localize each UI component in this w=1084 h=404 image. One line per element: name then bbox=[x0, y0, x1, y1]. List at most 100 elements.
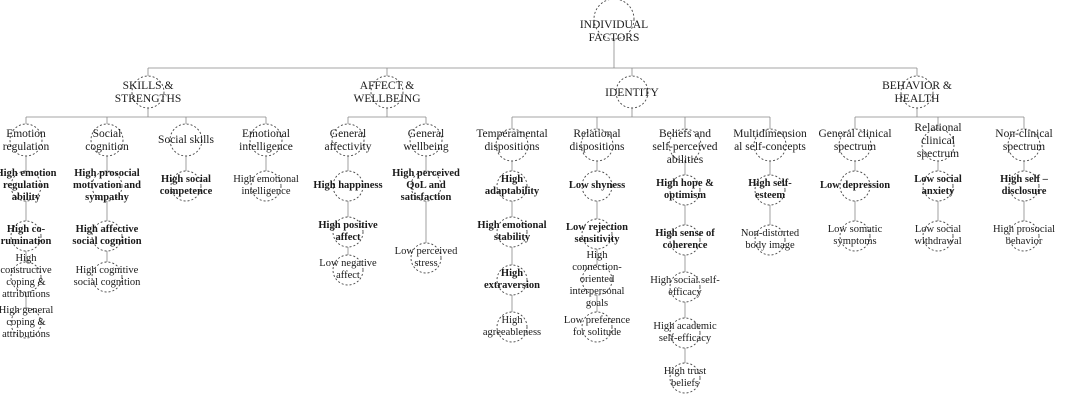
subdomain-circle-temperamental-dispositions bbox=[495, 128, 529, 162]
subdomain-circle-emotional-intelligence bbox=[249, 123, 283, 157]
item-circle-high-emotion-regulation-ability bbox=[10, 170, 42, 202]
subdomain-circle-social-cognition bbox=[90, 123, 124, 157]
item-label-high-co-rumination: High co-rumination bbox=[0, 224, 52, 247]
subdomain-circle-beliefs-and-self-perceived-abilities bbox=[668, 128, 702, 162]
item-circle-high-trust-beliefs bbox=[669, 362, 701, 394]
subdomain-circle-relational-dispositions bbox=[580, 128, 614, 162]
domain-circle-affect-wellbeing bbox=[370, 75, 404, 109]
item-circle-high-self-esteem bbox=[754, 174, 786, 206]
domain-label-identity: IDENTITY bbox=[605, 87, 659, 99]
item-label-high-hope-optimism: High hope &optimism bbox=[656, 178, 714, 201]
item-label-high-social-self-efficacy: High social self-efficacy bbox=[650, 275, 720, 298]
item-circle-high-co-rumination bbox=[10, 220, 42, 252]
domain-circle-identity bbox=[615, 75, 649, 109]
subdomain-circle-general-affectivity bbox=[331, 123, 365, 157]
item-circle-non-distorted-body-image bbox=[754, 224, 786, 256]
item-circle-high-perceived-qol-and-satisfaction bbox=[410, 170, 442, 202]
item-circle-high-general-coping-attributions bbox=[10, 307, 42, 339]
item-label-high-self-esteem: High self-esteem bbox=[748, 178, 792, 201]
item-circle-high-agreeableness bbox=[496, 311, 528, 343]
item-circle-high-social-competence bbox=[170, 170, 202, 202]
item-circle-high-constructive-coping-attributions bbox=[10, 261, 42, 293]
item-circle-high-connection-oriented-interpersonal-goals bbox=[581, 264, 613, 296]
subdomain-circle-general-clinical-spectrum bbox=[838, 128, 872, 162]
domain-circle-behavior-health bbox=[900, 75, 934, 109]
item-circle-high-hope-optimism bbox=[669, 174, 701, 206]
item-circle-low-social-withdrawal bbox=[922, 220, 954, 252]
item-circle-high-happiness bbox=[332, 170, 364, 202]
item-circle-low-rejection-sensitivity bbox=[581, 218, 613, 250]
item-circle-high-academic-self-efficacy bbox=[669, 317, 701, 349]
item-circle-high-sense-of-coherence bbox=[669, 224, 701, 256]
item-circle-high-adaptability bbox=[496, 170, 528, 202]
item-circle-low-perceived-stress bbox=[410, 242, 442, 274]
subdomain-circle-non-clinical-spectrum bbox=[1007, 128, 1041, 162]
item-circle-high-cognitive-social-cognition bbox=[91, 261, 123, 293]
item-label-high-self-disclosure: High self –disclosure bbox=[1000, 174, 1048, 197]
domain-label-skills-strengths: SKILLS &STRENGTHS bbox=[114, 80, 182, 105]
item-circle-high-affective-social-cognition bbox=[91, 220, 123, 252]
domain-circle-skills-strengths bbox=[131, 75, 165, 109]
domain-label-behavior-health: BEHAVIOR &HEALTH bbox=[882, 80, 952, 105]
item-circle-high-self-disclosure bbox=[1008, 170, 1040, 202]
item-circle-low-shyness bbox=[581, 170, 613, 202]
subdomain-circle-general-wellbeing bbox=[409, 123, 443, 157]
item-circle-high-positive-affect bbox=[332, 216, 364, 248]
item-circle-low-social-anxiety bbox=[922, 170, 954, 202]
item-circle-high-emotional-intelligence bbox=[250, 170, 282, 202]
item-circle-low-depression bbox=[839, 170, 871, 202]
item-label-low-depression: Low depression bbox=[819, 180, 891, 191]
item-circle-high-prosocial-behavior bbox=[1008, 220, 1040, 252]
subdomain-circle-emotion-regulation bbox=[9, 123, 43, 157]
domain-label-affect-wellbeing: AFFECT &WELLBEING bbox=[353, 80, 421, 105]
item-circle-high-social-self-efficacy bbox=[669, 271, 701, 303]
item-circle-high-extraversion bbox=[496, 264, 528, 296]
subdomain-label-social-skills: Social skills bbox=[158, 134, 214, 146]
item-label-high-happiness: High happiness bbox=[313, 180, 383, 191]
root-node-circle bbox=[593, 0, 635, 40]
item-circle-low-preference-for-solitude bbox=[581, 311, 613, 343]
subdomain-circle-relational-clinical-spectrum bbox=[921, 128, 955, 162]
item-circle-low-negative-affect bbox=[332, 254, 364, 286]
subdomain-circle-social-skills bbox=[169, 123, 203, 157]
item-label-low-shyness: Low shyness bbox=[568, 180, 626, 191]
